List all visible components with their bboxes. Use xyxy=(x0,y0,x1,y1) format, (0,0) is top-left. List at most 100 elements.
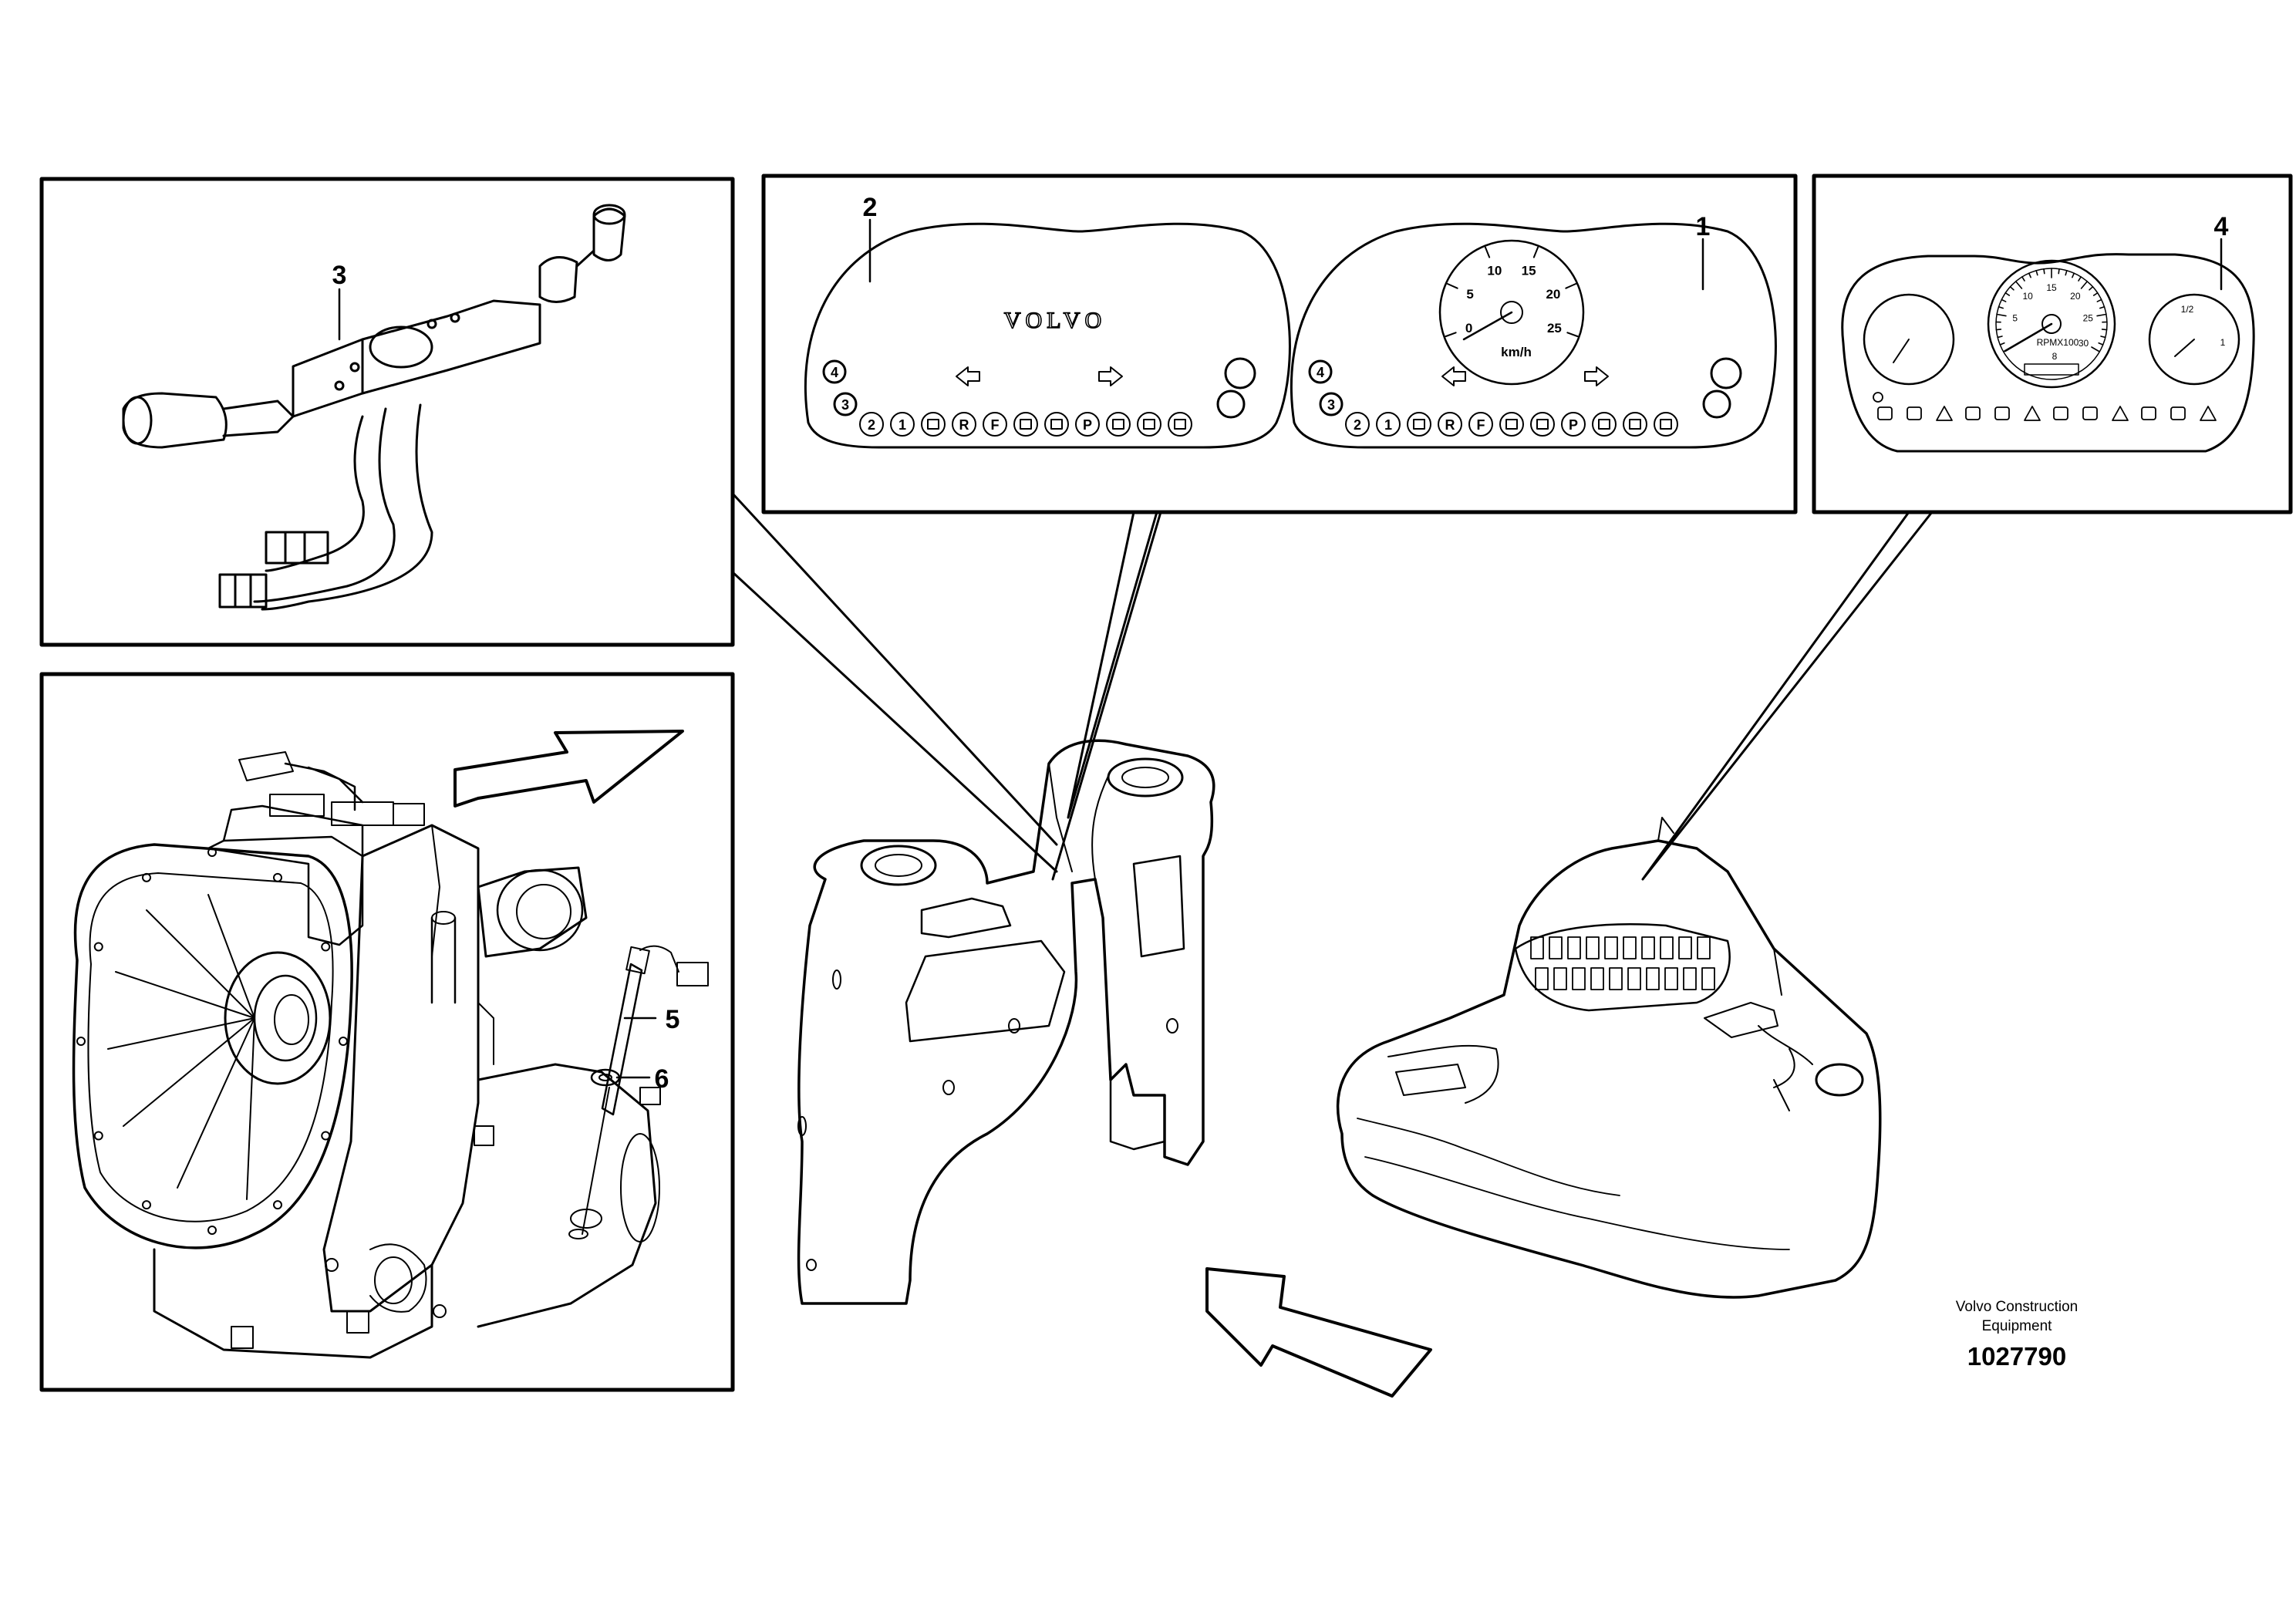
speedometer-unit: km/h xyxy=(1501,345,1532,359)
panel2-badge-4: 4 xyxy=(831,365,838,380)
tachometer-tick xyxy=(2078,276,2082,282)
warning-lamp-right-bottom xyxy=(1216,389,1246,419)
panel1-symbol-9 xyxy=(1623,412,1647,437)
tachometer-tick xyxy=(2096,313,2107,317)
warning-lamp-icon xyxy=(2170,406,2186,420)
speedometer-ticks xyxy=(1445,246,1579,338)
tachometer-tick xyxy=(2021,276,2025,282)
warning-triangle-icon xyxy=(2024,406,2041,421)
warning-lamp-right-top xyxy=(1224,357,1256,389)
panel2-symbol-9 xyxy=(1137,412,1161,437)
warning-lamp-icon xyxy=(1907,406,1922,420)
panel1-symbol-label-3: R xyxy=(1445,417,1455,433)
tachometer-tick xyxy=(2096,298,2102,302)
dashboard-display-segment xyxy=(1641,936,1655,959)
warning-lamp-icon xyxy=(1877,406,1893,420)
panel2-symbol-6 xyxy=(1044,412,1069,437)
panel1-pictogram-icon xyxy=(1629,419,1641,430)
dashboard-display-segment xyxy=(1535,967,1549,990)
tachometer-tick xyxy=(2043,268,2045,275)
tachometer-label: 20 xyxy=(2070,291,2081,302)
panel1-symbol-0 xyxy=(1345,412,1370,437)
panel1-symbol-1 xyxy=(1376,412,1401,437)
callout-3: 3 xyxy=(332,261,347,290)
panel1-symbol-5 xyxy=(1499,412,1524,437)
bolt xyxy=(207,1226,217,1235)
leader-lines xyxy=(731,492,1934,881)
speedometer-tick xyxy=(1566,332,1579,338)
instrument-panel-2 xyxy=(804,222,1291,449)
dashboard-display-segment xyxy=(1646,967,1660,990)
panel1-symbol-label-0: 2 xyxy=(1354,417,1361,433)
panel1-symbol-4 xyxy=(1468,412,1493,437)
company-name-line2: Equipment xyxy=(1982,1318,2053,1334)
panel2-symbol-0 xyxy=(859,412,884,437)
warning-lamp-right-bottom xyxy=(1702,389,1731,419)
dashboard-display-segment xyxy=(1623,936,1637,959)
bolt xyxy=(93,942,103,952)
cluster-detail-box xyxy=(1812,174,2293,514)
warning-lamp-right-top xyxy=(1710,357,1742,389)
tachometer-tick xyxy=(2091,346,2101,352)
bolt xyxy=(273,1200,282,1210)
company-name-line1: Volvo Construction xyxy=(1956,1299,2078,1315)
tachometer-tick xyxy=(2098,342,2104,346)
dashboard-display-segment xyxy=(1660,936,1674,959)
dashboard-display-segment xyxy=(1586,936,1600,959)
bolt xyxy=(142,1200,151,1210)
speedometer-tick xyxy=(1445,332,1457,338)
tachometer-tick xyxy=(2035,269,2038,276)
tachometer-ticks xyxy=(1995,268,2108,352)
cluster-warning-icons xyxy=(1873,392,2217,421)
panel2-pictogram-icon xyxy=(927,419,939,430)
speedometer-label: 25 xyxy=(1547,321,1562,336)
indicator-badge-3 xyxy=(1319,392,1344,416)
dashboard-display-segment xyxy=(1678,936,1692,959)
bolt xyxy=(142,872,151,882)
panel1-symbol-8 xyxy=(1592,412,1617,437)
speedometer-tick xyxy=(1484,246,1491,258)
panel2-pictogram-icon xyxy=(1112,419,1124,430)
tachometer-tick xyxy=(2072,272,2075,278)
tachometer-tick xyxy=(2065,269,2068,276)
speedometer-dial xyxy=(1438,239,1585,386)
dashboard-display-segment xyxy=(1627,967,1641,990)
instrument-cluster-4 xyxy=(1841,253,2255,453)
left-turn-arrow-icon xyxy=(1441,366,1466,386)
tachometer-tick xyxy=(2014,281,2023,289)
tachometer-tick xyxy=(2001,298,2007,302)
panel2-symbol-row xyxy=(859,412,1192,437)
speedometer-label: 0 xyxy=(1465,321,1472,336)
indicator-dot-icon xyxy=(1873,392,1883,403)
panel2-pictogram-icon xyxy=(1050,419,1063,430)
dashboard-display-segment xyxy=(1590,967,1604,990)
tachometer-tick xyxy=(1999,342,2005,346)
panel1-symbol-row xyxy=(1345,412,1678,437)
panel2-symbol-10 xyxy=(1168,412,1192,437)
dashboard-display-segment xyxy=(1530,936,1544,959)
panel2-symbol-7 xyxy=(1075,412,1100,437)
indicator-badge-4 xyxy=(822,359,847,384)
panel2-symbol-5 xyxy=(1013,412,1038,437)
fuel-label-half: 1/2 xyxy=(2181,304,2194,315)
speedometer-tick xyxy=(1565,282,1577,289)
panel2-pictogram-icon xyxy=(1020,419,1032,430)
panel2-pictogram-icon xyxy=(1174,419,1186,430)
view-direction-arrow-bottom xyxy=(1205,1267,1432,1398)
switch-detail-box xyxy=(39,177,735,647)
tachometer-tick xyxy=(2028,272,2031,278)
speedometer-label: 10 xyxy=(1487,263,1502,278)
washer xyxy=(590,1068,621,1087)
dashboard-display-segment xyxy=(1604,936,1618,959)
warning-triangle-icon xyxy=(2112,406,2129,421)
indicator-badge-4 xyxy=(1308,359,1333,384)
tachometer-unit: RPMX100 xyxy=(2037,337,2079,348)
tachometer-tick xyxy=(2080,281,2089,289)
panel1-symbol-label-4: F xyxy=(1477,417,1485,433)
callout-6: 6 xyxy=(655,1064,669,1094)
speedometer-label: 5 xyxy=(1466,287,1473,302)
dashboard-display-segment xyxy=(1567,936,1581,959)
fuel-label-full: 1 xyxy=(2220,337,2226,348)
panel2-symbol-1 xyxy=(890,412,915,437)
